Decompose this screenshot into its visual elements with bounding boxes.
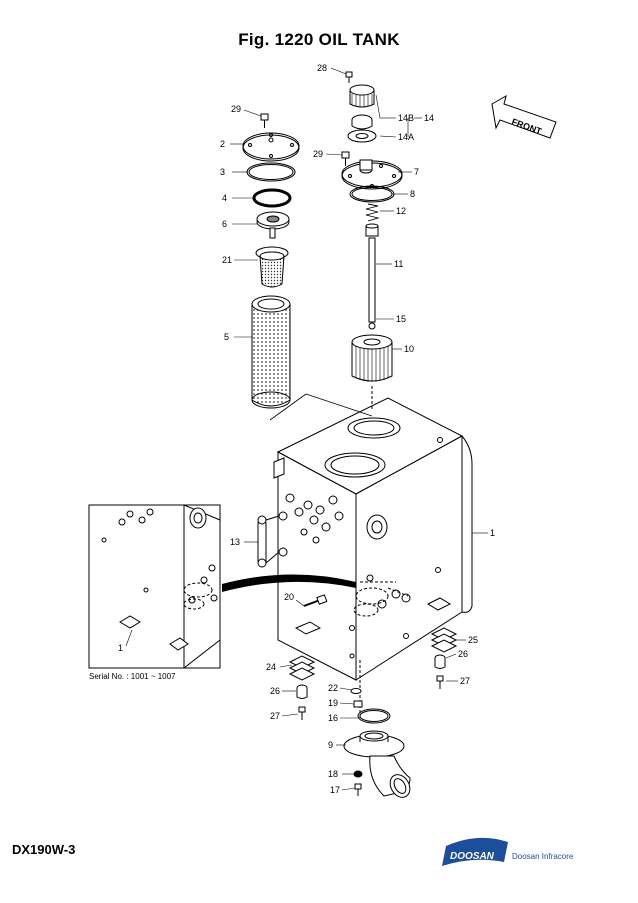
callout-4: 4 [222,193,227,203]
callout-14: 14 [424,113,434,123]
bolt-20 [303,594,328,607]
model-label: DX190W-3 [12,842,76,857]
level-gauge [257,511,288,568]
serial-inset [88,504,356,669]
callout-26b: 26 [270,686,280,696]
callout-19: 19 [328,698,338,708]
callout-15: 15 [396,314,406,324]
callout-29b: 29 [313,149,323,159]
callout-inset-1: 1 [118,643,123,653]
logo-text: DOOSAN [450,851,495,862]
leader-lines [230,67,488,791]
company-name: Doosan Infracore [512,852,574,861]
callout-27: 27 [460,676,470,686]
callout-25: 25 [468,635,478,645]
oil-tank-body [269,393,473,681]
callout-9: 9 [328,740,333,750]
callout-12: 12 [396,206,406,216]
callout-6: 6 [222,219,227,229]
callout-29: 29 [231,104,241,114]
callout-20: 20 [284,592,294,602]
suction-pipe-assembly [343,660,411,798]
return-filter-assembly [242,113,300,409]
callout-3: 3 [220,167,225,177]
callout-1: 1 [490,528,495,538]
callout-5: 5 [224,332,229,342]
callout-14a: 14A [398,132,414,142]
figure-title: Fig. 1220 OIL TANK [238,30,400,49]
callout-13: 13 [230,537,240,547]
callout-22: 22 [328,683,338,693]
serial-note: Serial No. : 1001 ~ 1007 [89,672,176,681]
front-arrow-icon [491,94,557,139]
right-mount-parts [430,627,458,689]
callout-17: 17 [330,785,340,795]
callout-labels: 28 29 14B 14 14A 2 29 7 3 8 4 12 6 21 11… [89,63,543,795]
callout-2: 2 [220,139,225,149]
callout-28: 28 [317,63,327,73]
callout-21: 21 [222,255,232,265]
callout-26: 26 [458,649,468,659]
doosan-logo: DOOSAN Doosan Infracore [442,837,574,866]
callout-10: 10 [404,344,414,354]
callout-11: 11 [394,259,403,269]
callout-7: 7 [414,167,419,177]
callout-18: 18 [328,769,338,779]
callout-8: 8 [410,189,415,199]
callout-16: 16 [328,713,338,723]
callout-27b: 27 [270,711,280,721]
callout-14b: 14B [398,113,414,123]
left-mount-parts [288,655,316,720]
breather-assembly [341,71,403,410]
callout-24: 24 [266,662,276,672]
